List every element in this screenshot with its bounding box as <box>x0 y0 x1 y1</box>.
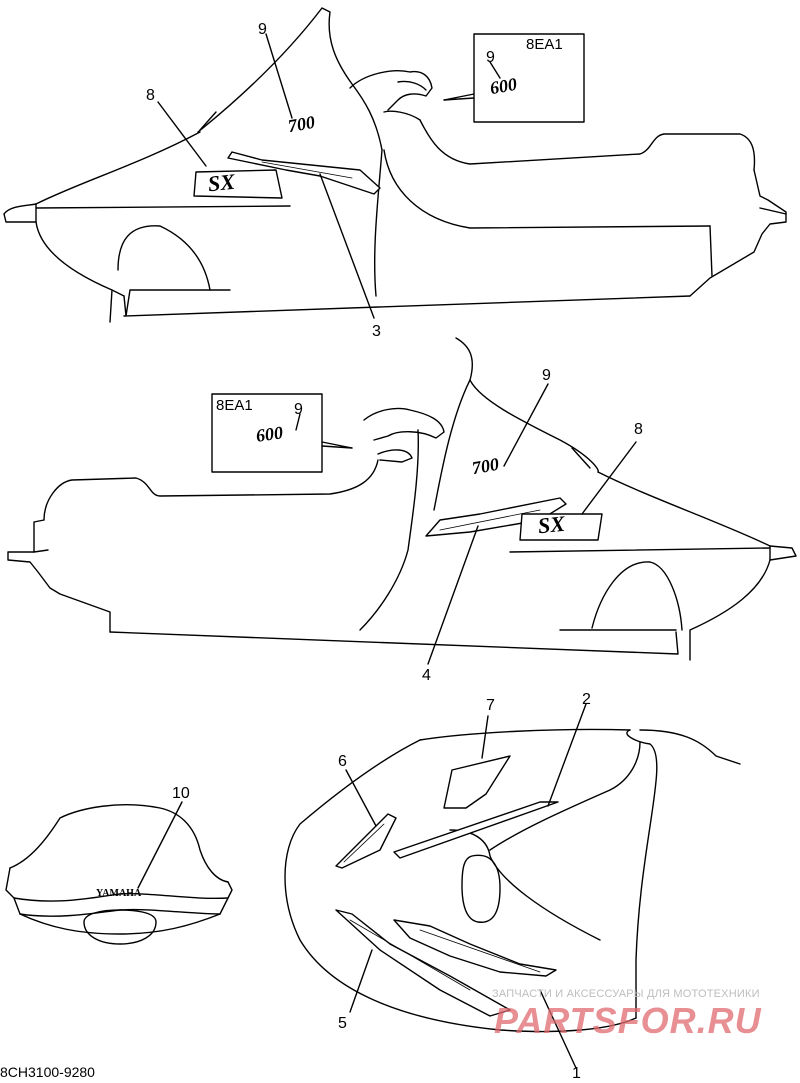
callout-1: 1 <box>572 1065 581 1082</box>
callout-9-top: 9 <box>258 21 267 38</box>
callout-9-mid: 9 <box>542 367 551 384</box>
watermark-brand: PARTSFOR.RU <box>494 1000 762 1041</box>
snowmobile-top <box>3 7 787 323</box>
variant-code-top: 8EA1 <box>526 36 563 53</box>
decal-yamaha: YAMAHA <box>96 888 142 899</box>
decal-600-mid: 600 <box>254 422 285 446</box>
callout-9-top-box: 9 <box>486 49 495 66</box>
callout-5: 5 <box>338 1015 347 1032</box>
windshield-view <box>5 801 233 945</box>
decal-sx-top: SX <box>206 168 237 197</box>
snowmobile-middle <box>7 337 797 665</box>
callout-8-top: 8 <box>146 87 155 104</box>
variant-code-mid: 8EA1 <box>216 397 253 414</box>
callout-4: 4 <box>422 667 431 684</box>
callout-10: 10 <box>172 785 190 802</box>
callout-6: 6 <box>338 753 347 770</box>
callout-2: 2 <box>582 691 591 708</box>
callout-9-mid-box: 9 <box>294 401 303 418</box>
decal-sx-mid: SX <box>536 510 567 539</box>
watermark-tagline: ЗАПЧАСТИ И АКСЕССУАРЫ ДЛЯ МОТОТЕХНИКИ <box>492 988 760 1000</box>
diagram-code: 8CH3100-9280 <box>0 1064 95 1080</box>
callout-8-mid: 8 <box>634 421 643 438</box>
callout-7: 7 <box>486 697 495 714</box>
callout-3: 3 <box>372 323 381 340</box>
hood-front-view <box>284 703 741 1069</box>
